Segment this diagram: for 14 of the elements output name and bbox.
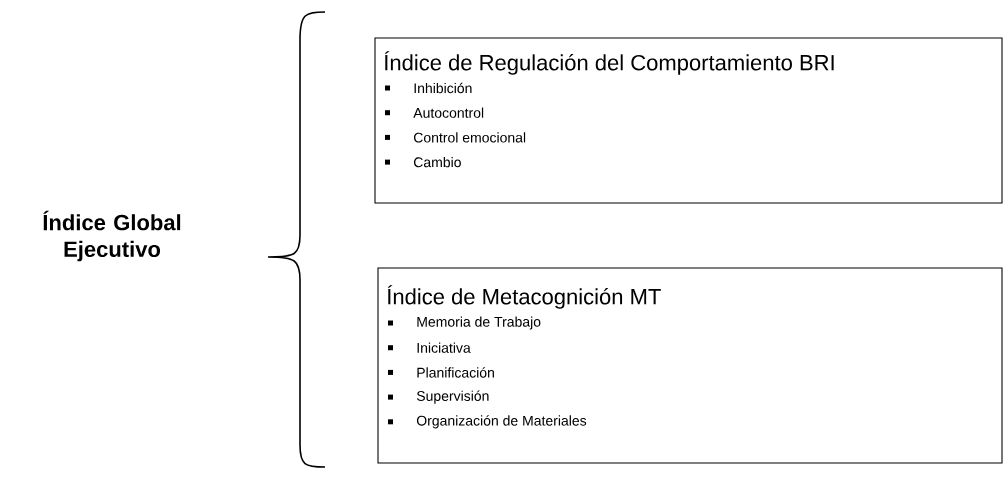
list-item: Iniciativa (417, 342, 471, 353)
list-item: Cambio (414, 156, 461, 168)
list-item: Memoria de Trabajo (417, 316, 541, 330)
heading: Índice de Regulación del Comportamiento BRI (384, 51, 834, 75)
title-label: Índice Global Ejecutivo (43, 210, 181, 262)
list-item: Planificación (417, 367, 494, 378)
list-item: Autocontrol (413, 107, 484, 118)
list-box (374, 37, 1003, 204)
list-item: Inhibición (414, 82, 472, 94)
list-item: Organización de Materiales (416, 415, 587, 429)
list-item: Control emocional (414, 132, 526, 143)
list-box (377, 267, 1003, 464)
heading: Índice de Metacognición MT (387, 285, 661, 309)
list-item: Supervisión (416, 390, 489, 404)
